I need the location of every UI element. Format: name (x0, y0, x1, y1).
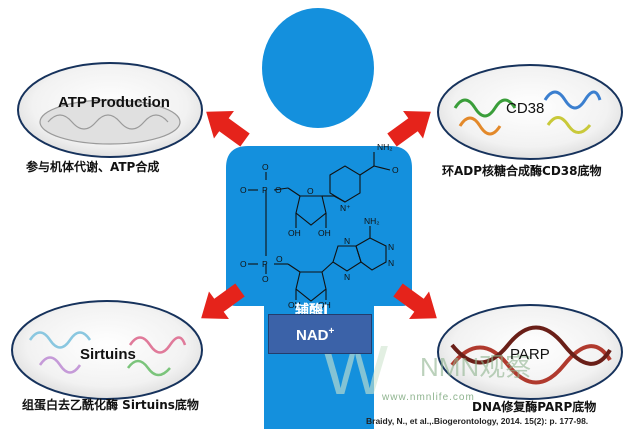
nad-box (268, 314, 372, 354)
oxygen-label: O (240, 185, 247, 195)
oxygen-label: O (240, 259, 247, 269)
watermark-logo: NMN观察 (420, 352, 531, 382)
oval-atp (17, 62, 203, 158)
watermark-url: www.nmnlife.com (382, 392, 475, 403)
oval-sirtuins (11, 300, 203, 400)
purine-n-label: N (344, 236, 350, 246)
amide-label: NH₂ (377, 142, 393, 152)
oval-cd38 (437, 64, 623, 160)
oxygen-label: O (392, 165, 399, 175)
hydroxyl-label: OH (288, 300, 301, 310)
human-silhouette (226, 8, 412, 429)
arrows (201, 110, 437, 320)
purine-n-label: N (344, 272, 350, 282)
nad-molecule-structure (248, 152, 391, 302)
arrow-to-parp (393, 283, 437, 320)
parp-caption: DNA修复酶PARP底物 (472, 400, 597, 414)
oxygen-label: O (262, 162, 269, 172)
atp-caption: 参与机体代谢、ATP合成 (26, 160, 160, 174)
citation: Braidy, N., et al.,.Biogerontology, 2014… (366, 416, 589, 426)
atp-title: ATP Production (58, 94, 170, 111)
amine-label: NH₂ (364, 216, 380, 226)
sirtuins-title: Sirtuins (80, 346, 136, 363)
oval-parp (437, 304, 623, 400)
nad-plus-label: NAD+ (296, 326, 334, 344)
arrow-to-cd38 (387, 110, 431, 147)
oxygen-label: O (275, 185, 282, 195)
protein-ribbon-icon (28, 331, 187, 377)
phosphorus-label: P (262, 185, 268, 195)
nad-charge: + (328, 326, 335, 337)
oxygen-label: O (262, 274, 269, 284)
mitochondrion-icon (39, 99, 181, 145)
purine-n-label: N (388, 258, 394, 268)
hydroxyl-label: OH (288, 228, 301, 238)
parp-title: PARP (510, 346, 550, 363)
nad-text: NAD (296, 327, 329, 344)
protein-ribbon-icon (453, 90, 602, 136)
phosphorus-label: P (262, 259, 268, 269)
arrow-to-sirtuins (201, 283, 245, 320)
sirtuins-caption: 组蛋白去乙酰化酶 Sirtuins底物 (22, 398, 199, 412)
cd38-caption: 环ADP核糖合成酶CD38底物 (442, 164, 602, 178)
purine-n-label: N (388, 242, 394, 252)
hydroxyl-label: OH (318, 300, 331, 310)
n-plus-label: N⁺ (340, 203, 351, 213)
cd38-title: CD38 (506, 100, 545, 117)
hydroxyl-label: OH (318, 228, 331, 238)
arrow-to-atp (206, 110, 250, 147)
dna-helix-icon (450, 325, 612, 385)
ring-oxygen-label: O (307, 186, 314, 196)
oxygen-label: O (276, 254, 283, 264)
